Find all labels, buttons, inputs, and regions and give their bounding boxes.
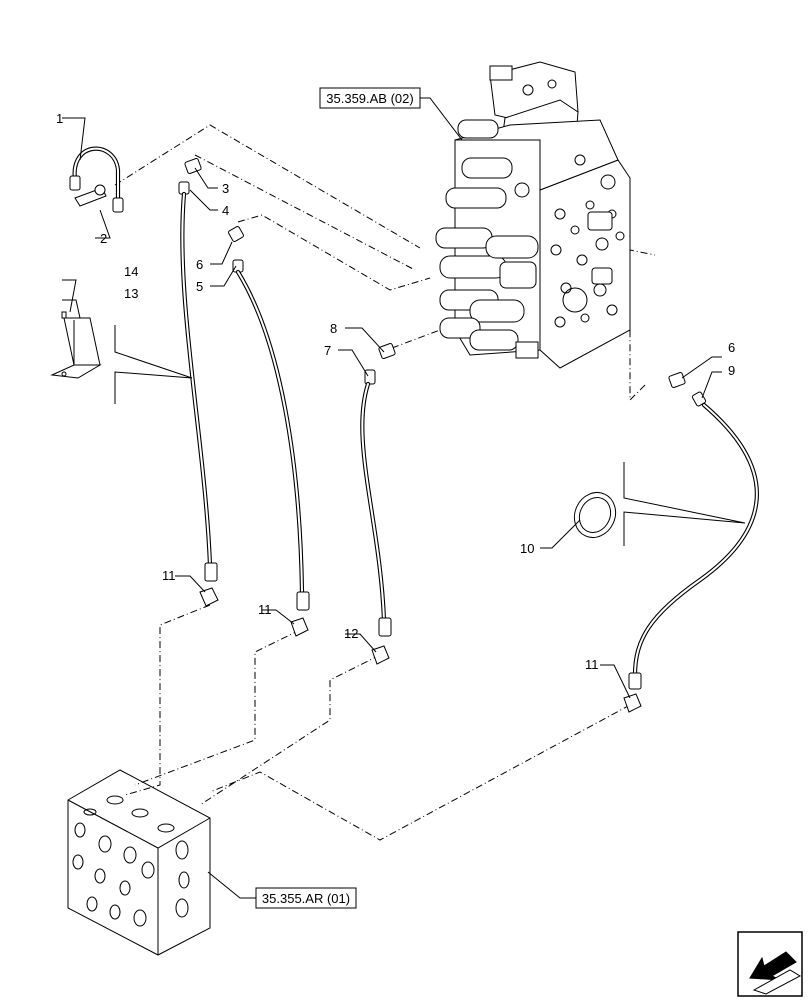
callout-11-c: 11 bbox=[585, 657, 599, 672]
callout-1: 1 bbox=[56, 111, 63, 126]
valve-ports bbox=[514, 154, 625, 328]
leader-lines bbox=[62, 97, 746, 899]
hose-part-9 bbox=[623, 372, 759, 713]
hose-part-5 bbox=[228, 226, 310, 637]
reference-control-valve-label: 35.359.AB (02) bbox=[326, 91, 413, 106]
callout-13: 13 bbox=[124, 286, 138, 301]
manifold-block bbox=[67, 769, 211, 956]
reference-manifold-block[interactable]: 35.355.AR (01) bbox=[255, 887, 357, 909]
callout-14: 14 bbox=[124, 264, 138, 279]
callout-9: 9 bbox=[728, 363, 735, 378]
callout-5: 5 bbox=[196, 279, 203, 294]
callouts: 1 2 3 4 6 5 8 7 6 9 10 14 13 11 11 12 11 bbox=[56, 111, 735, 672]
previous-page-arrow-icon[interactable] bbox=[737, 931, 803, 997]
valve-spools bbox=[435, 119, 539, 359]
callout-4: 4 bbox=[222, 203, 229, 218]
control-valve-assembly bbox=[435, 61, 631, 369]
callout-2: 2 bbox=[100, 231, 107, 246]
callout-3: 3 bbox=[222, 181, 229, 196]
reference-manifold-block-label: 35.355.AR (01) bbox=[262, 891, 350, 906]
callout-8: 8 bbox=[330, 321, 337, 336]
reference-control-valve[interactable]: 35.359.AB (02) bbox=[319, 87, 421, 109]
callout-10: 10 bbox=[520, 541, 534, 556]
hose-part-4 bbox=[178, 158, 219, 607]
callout-7: 7 bbox=[324, 343, 331, 358]
tube-assembly-part-1 bbox=[69, 146, 124, 213]
callout-11-a: 11 bbox=[162, 568, 176, 583]
callout-6-upper: 6 bbox=[196, 257, 203, 272]
routing-lines bbox=[114, 124, 656, 841]
hose-part-7 bbox=[360, 343, 396, 665]
callout-6-right: 6 bbox=[728, 340, 735, 355]
callout-11-b: 11 bbox=[258, 602, 272, 617]
callout-12: 12 bbox=[344, 626, 358, 641]
bracket-part-13 bbox=[50, 311, 102, 379]
o-ring-part-10 bbox=[573, 492, 617, 538]
